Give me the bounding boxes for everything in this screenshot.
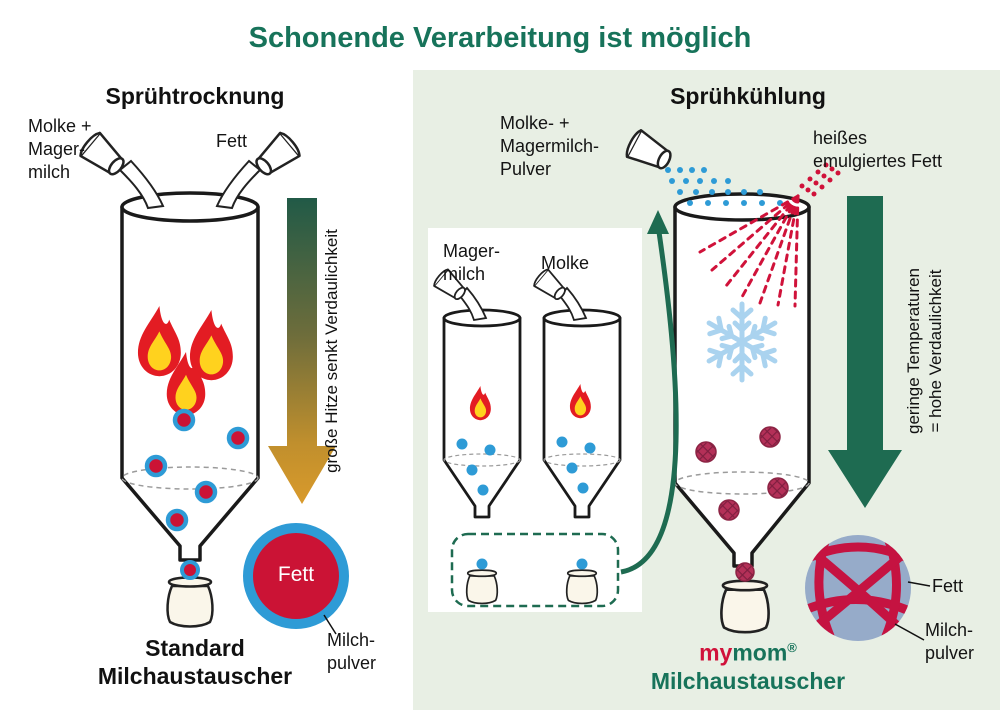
cooled-fat-droplets — [695, 426, 789, 521]
hot-fat-spray — [698, 194, 800, 308]
small-stream-magermilch — [458, 286, 488, 322]
small-sack-droplet-2 — [576, 558, 588, 570]
label-line: = hohe Verdaulichkeit — [926, 269, 945, 433]
brand-my: my — [699, 639, 733, 666]
label-line: Molke + — [28, 116, 92, 136]
label-fett-in-droplet: Fett — [277, 563, 315, 586]
label-line: geringe Temperaturen — [904, 268, 923, 435]
label-pulver-feed: Molke- + Magermilch- Pulver — [500, 112, 599, 181]
sack-droplet-right — [735, 562, 755, 582]
cool-arrow-label: geringe Temperaturen = hohe Verdaulichke… — [903, 186, 947, 516]
heat-gradient-arrow — [268, 198, 336, 504]
label-fett-right: Fett — [932, 576, 964, 596]
label-line: Molke- + — [500, 113, 570, 133]
label-line: Pulver — [500, 159, 552, 179]
label-line: milch — [28, 162, 71, 182]
page-title: Schonende Verarbeitung ist möglich — [248, 22, 752, 54]
brand-mom: mom — [732, 639, 788, 666]
small-tower-droplets — [456, 436, 596, 496]
label-line: Mager- — [28, 139, 86, 159]
fat-droplet-magnified-left — [243, 523, 349, 629]
fett-pour-cup-icon — [249, 129, 304, 183]
label-magermilch-small: Mager- milch — [443, 240, 500, 286]
brand-registered-mark: ® — [787, 640, 797, 655]
brand-line: mymom® — [598, 634, 898, 667]
label-line: Mager- — [443, 241, 501, 261]
hot-fat-inlet-dots — [799, 162, 841, 197]
label-line: milch — [443, 264, 486, 284]
label-line: heißes — [813, 128, 868, 148]
sack-droplet-left — [180, 560, 200, 580]
label-line: pulver — [925, 643, 975, 663]
heading-spray-cooling: Sprühkühlung — [670, 83, 826, 109]
caption-line: Milchaustauscher — [97, 663, 293, 689]
pointer-line-fett-right — [907, 581, 931, 587]
caption-line: Milchaustauscher — [650, 667, 846, 694]
label-line: Milch- — [327, 630, 375, 650]
heading-spray-drying: Sprühtrocknung — [105, 83, 285, 109]
pour-stream-molke — [118, 159, 165, 210]
powder-feed-arrow — [620, 210, 679, 575]
label-line: pulver — [327, 653, 377, 673]
label-heisses-fett: heißes emulgiertes Fett — [813, 127, 942, 173]
pointer-line-milchpulver-left — [323, 614, 337, 635]
coated-powder-droplets — [144, 408, 250, 532]
small-stream-molke — [558, 286, 588, 322]
powder-spray-dots — [665, 167, 783, 206]
caption-standard: Standard Milchaustauscher — [55, 634, 335, 690]
caption-line: Standard — [145, 635, 245, 661]
label-line: emulgiertes Fett — [813, 151, 943, 171]
small-sack-magermilch — [465, 569, 499, 605]
caption-mymom: mymom® Milchaustauscher — [598, 634, 898, 695]
powder-sack-left — [166, 576, 214, 628]
pointer-line-milchpulver-right — [894, 623, 925, 641]
cool-process-arrow — [828, 196, 902, 508]
powder-group-dashed-box — [450, 532, 620, 608]
powder-sack-right — [720, 579, 770, 634]
label-fett-left: Fett — [216, 131, 248, 151]
pour-stream-fett — [215, 159, 262, 210]
small-sack-droplet-1 — [476, 558, 488, 570]
label-milchpulver-left: Milch- pulver — [327, 629, 376, 675]
label-line: Milch- — [925, 620, 973, 640]
label-line: Magermilch- — [500, 136, 600, 156]
label-milchpulver-right: Milch- pulver — [925, 619, 974, 665]
small-sack-molke — [565, 569, 599, 605]
heat-arrow-label: große Hitze senkt Verdaulichkeit — [322, 229, 341, 473]
label-molke-small: Molke — [541, 253, 590, 273]
label-molke-magermilch: Molke + Mager- milch — [28, 115, 92, 184]
